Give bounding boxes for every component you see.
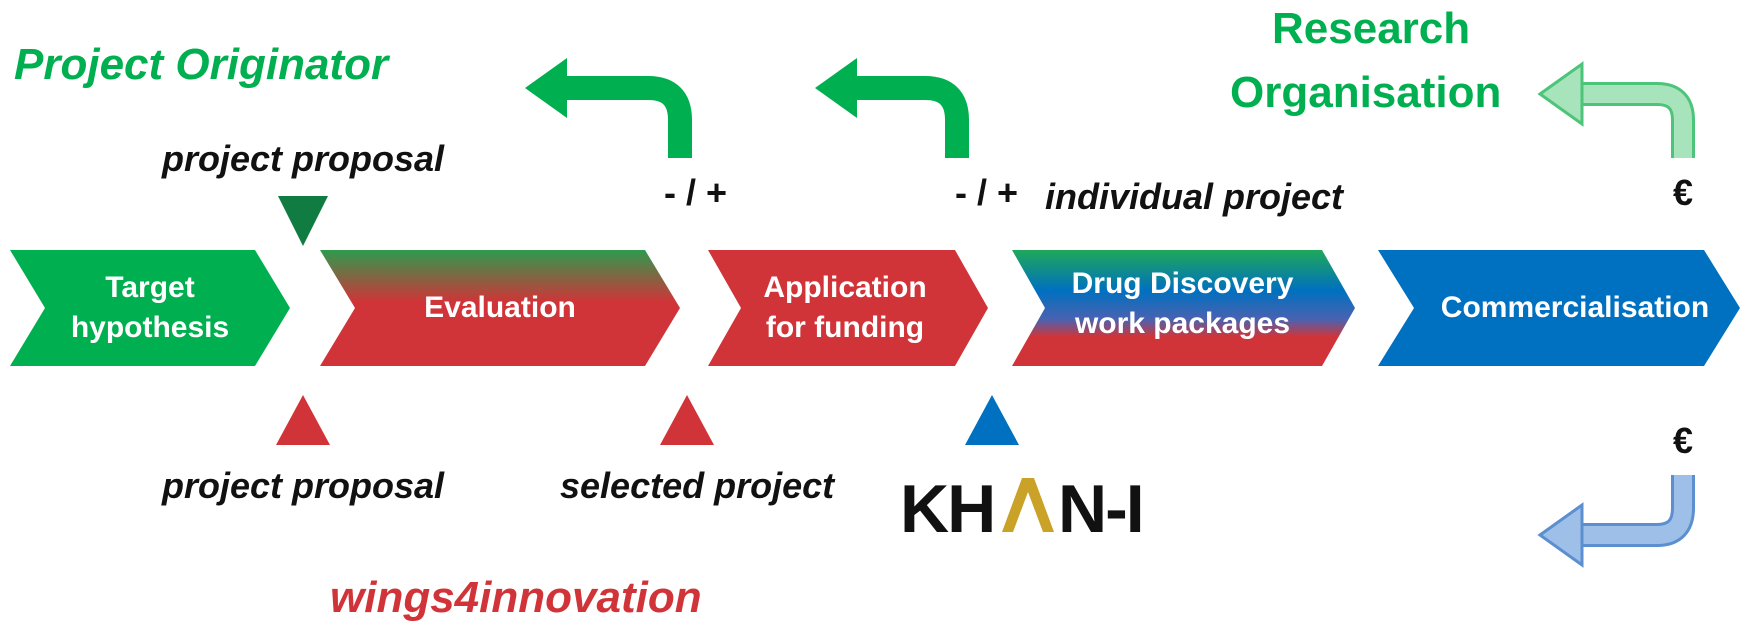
marker-bottom-blue	[965, 395, 1019, 445]
stage-drug-discovery-chevron	[1012, 250, 1355, 366]
top-project-proposal-label: project proposal	[162, 138, 445, 179]
feedback-sign-2: - / +	[955, 172, 1019, 213]
research-organisation-line1: Research	[1272, 4, 1471, 53]
stage-target-line2: hypothesis	[70, 311, 230, 344]
svg-text:KH: KH	[900, 471, 994, 547]
wings4innovation-label: wings4innovation	[330, 573, 702, 622]
individual-project-label: individual project	[1045, 176, 1344, 217]
stage-drug-discovery-line1: Drug Discovery	[1071, 267, 1294, 300]
stage-drug-discovery-line2: work packages	[1074, 307, 1291, 340]
stage-target-text: Target hypothesis	[40, 250, 260, 366]
feedback-arrow-2	[815, 58, 969, 158]
stage-evaluation-text: Evaluation	[350, 250, 650, 366]
stage-target-line1: Target	[105, 271, 195, 304]
stage-commercialisation-line1: Commercialisation	[1440, 291, 1710, 324]
marker-bottom-red-1	[276, 395, 330, 445]
research-organisation-line2: Organisation	[1230, 68, 1502, 117]
feedback-sign-1: - / +	[664, 172, 728, 213]
euro-bottom: €	[1673, 420, 1694, 461]
marker-top-dark-green	[278, 196, 328, 246]
return-arrow-light-green	[1537, 61, 1695, 158]
euro-top: €	[1673, 172, 1694, 213]
bottom-project-proposal-label: project proposal	[162, 465, 445, 506]
stage-application-line2: for funding	[765, 311, 925, 344]
project-originator-label: Project Originator	[14, 40, 389, 89]
stage-application-line1: Application	[763, 271, 927, 304]
stage-application-chevron	[708, 250, 988, 366]
stage-target-chevron	[10, 250, 290, 366]
marker-bottom-red-2	[660, 395, 714, 445]
stage-commercialisation-text: Commercialisation	[1415, 250, 1735, 366]
stage-evaluation-line1: Evaluation	[424, 291, 576, 324]
stage-commercialisation-chevron	[1378, 250, 1740, 366]
stage-drug-discovery-text: Drug Discovery work packages	[1040, 246, 1325, 362]
svg-text:N-I: N-I	[1058, 471, 1143, 547]
stage-evaluation-chevron	[320, 250, 680, 366]
selected-project-label: selected project	[560, 465, 835, 506]
feedback-arrow-1	[525, 58, 692, 158]
stage-application-text: Application for funding	[735, 250, 955, 366]
return-arrow-light-blue	[1537, 475, 1695, 568]
khan-i-logo: KH N-I	[900, 471, 1145, 547]
